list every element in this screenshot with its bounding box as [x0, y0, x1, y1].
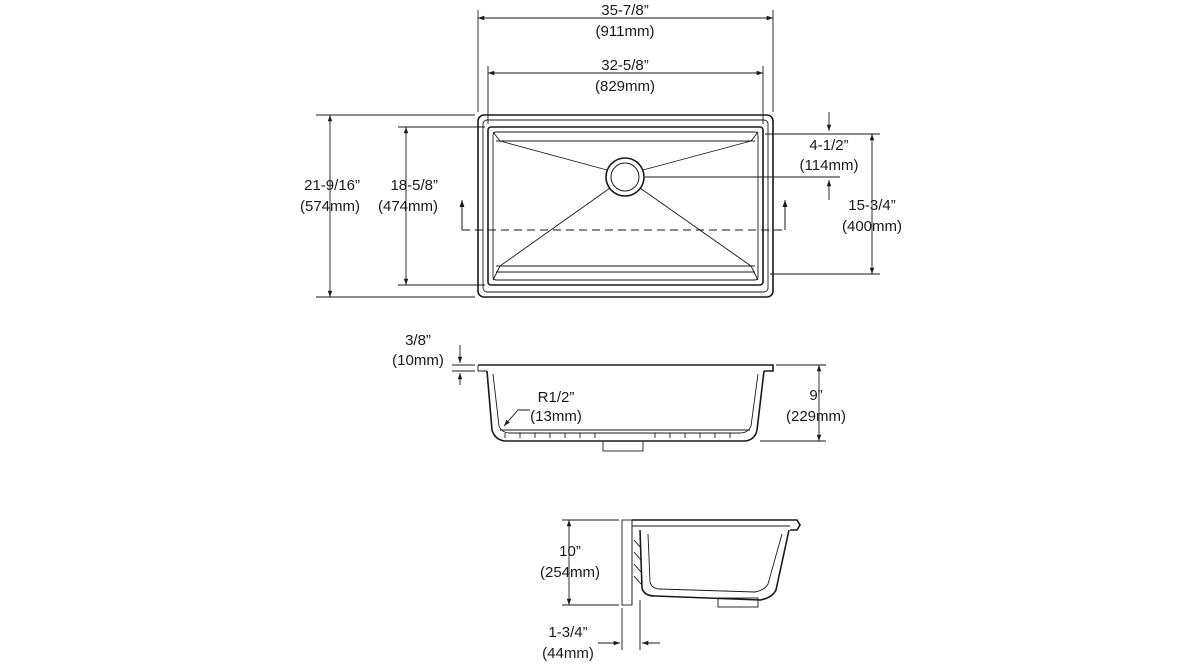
side-wall-hatch: [633, 539, 642, 585]
side-rim: [632, 519, 801, 531]
dim-overall-depth-imperial: 21-9/16”: [304, 177, 360, 194]
dim-rim-thickness-imperial: 3/8”: [405, 332, 431, 349]
dim-rim-thickness-metric: (10mm): [392, 352, 444, 369]
dim-overall-width-metric: (911mm): [596, 23, 655, 40]
front-section-view: 3/8” (10mm) R1/2” (13mm) 9” (229mm): [392, 332, 846, 452]
corner-line: [492, 265, 501, 281]
drain-inner: [610, 162, 640, 192]
side-drain: [717, 597, 759, 608]
corner-line: [750, 131, 759, 142]
slope-line: [499, 140, 608, 171]
bowl-inner-outline: [492, 131, 759, 281]
radius-leader: [503, 409, 530, 427]
slope-line: [499, 187, 611, 267]
front-bowl-outer: [486, 370, 765, 442]
drain-outer: [605, 157, 645, 197]
dim-wall-offset-imperial: 1-3/4”: [548, 624, 587, 641]
corner-line: [750, 265, 759, 281]
dim-drain-offset-metric: (114mm): [800, 157, 859, 174]
dim-bowl-depth-metric: (474mm): [378, 198, 438, 215]
front-bowl-inner: [492, 373, 759, 434]
dim-overall-width-imperial: 35-7/8”: [601, 2, 649, 19]
front-rim: [478, 364, 774, 372]
front-floor-ribs: [504, 433, 731, 438]
dim-front-bowl-depth-imperial: 9”: [809, 387, 822, 404]
dim-drain-to-front-imperial: 15-3/4”: [848, 197, 896, 214]
bowl-outline: [487, 126, 764, 286]
dim-side-depth-metric: (254mm): [540, 564, 600, 581]
dim-front-bowl-depth-metric: (229mm): [786, 408, 846, 425]
sink-outer-rim: [477, 114, 774, 298]
slope-line: [642, 140, 752, 171]
dim-drain-offset-imperial: 4-1/2”: [809, 137, 848, 154]
dim-bowl-depth-imperial: 18-5/8”: [390, 177, 438, 194]
dim-side-depth-imperial: 10”: [559, 543, 581, 560]
sink-rim-inner-line: [482, 119, 769, 293]
dim-wall-offset-metric: (44mm): [542, 645, 594, 662]
top-view: 35-7/8” (911mm) 32-5/8” (829mm) 21-9/16”…: [300, 2, 902, 298]
dim-bowl-width-metric: (829mm): [595, 78, 655, 95]
side-wall-panel: [621, 519, 633, 606]
dim-radius-metric: (13mm): [530, 408, 582, 425]
front-drain-tailpiece: [602, 440, 644, 452]
dim-drain-to-front-metric: (400mm): [842, 218, 902, 235]
corner-line: [492, 131, 501, 142]
dim-bowl-width-imperial: 32-5/8”: [601, 57, 649, 74]
side-bowl-inner: [647, 533, 783, 593]
dim-overall-depth-metric: (574mm): [300, 198, 360, 215]
side-section-view: 10” (254mm) 1-3/4” (44mm): [540, 519, 801, 662]
slope-line: [639, 187, 752, 267]
front-rim-left: [477, 365, 487, 372]
side-bowl-outer: [639, 529, 790, 601]
dim-radius-imperial: R1/2”: [538, 389, 575, 406]
